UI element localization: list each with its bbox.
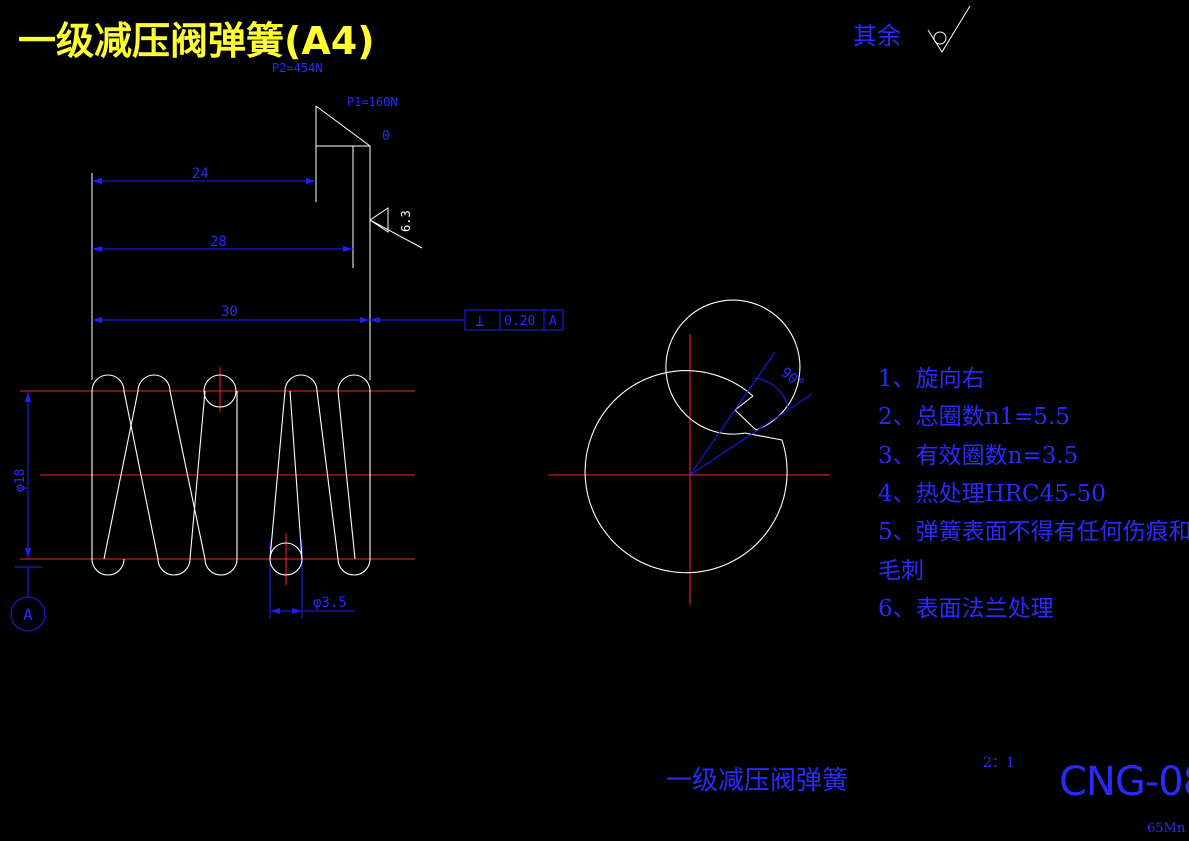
part-name: 一级减压阀弹簧 xyxy=(666,766,848,796)
note-1: 1、旋向右 xyxy=(878,366,985,392)
drawing-code: CNG-08 xyxy=(1059,759,1189,805)
dimension-28-label: 28 xyxy=(210,234,227,250)
dimension-arrows xyxy=(25,178,380,614)
tolerance-frame xyxy=(464,309,564,331)
spring-centerlines xyxy=(20,367,415,585)
note-4: 4、热处理HRC45-50 xyxy=(878,481,1106,507)
roughness-symbol-icon xyxy=(369,207,423,249)
datum-marker xyxy=(10,566,46,632)
dimension-dia3-5-label: φ3.5 xyxy=(313,595,347,611)
spring-side-view xyxy=(91,374,371,576)
perpendicularity-icon: ⊥ xyxy=(475,311,485,330)
extension-lines xyxy=(91,146,371,380)
note-2: 2、总圈数n1=5.5 xyxy=(878,404,1070,430)
dimension-24-label: 24 xyxy=(192,166,209,182)
material-label: 65Mn xyxy=(1147,821,1186,836)
technical-notes: 1、旋向右 2、总圈数n1=5.5 3、有效圈数n=3.5 4、热处理HRC45… xyxy=(878,366,1189,622)
force-p2-label: P2=454N xyxy=(272,61,323,75)
force-zero-label: 0 xyxy=(382,129,390,144)
roughness-other-icon xyxy=(927,5,971,53)
note-5: 5、弹簧表面不得有任何伤痕和 xyxy=(878,519,1189,545)
angle-label: 90° xyxy=(778,365,808,393)
dimension-30-label: 30 xyxy=(221,304,238,320)
dimension-lines xyxy=(27,180,465,618)
roughness-other-label: 其余 xyxy=(853,22,901,50)
tolerance-value: 0.20 xyxy=(504,314,535,329)
spring-end-view xyxy=(584,299,801,574)
roughness-value: 6.3 xyxy=(399,210,413,232)
force-diagram xyxy=(315,105,371,268)
datum-label: A xyxy=(23,605,33,624)
drawing-title: 一级减压阀弹簧(A4) xyxy=(18,19,375,63)
note-6: 6、表面法兰处理 xyxy=(878,596,1054,622)
note-5-cont: 毛刺 xyxy=(878,558,924,584)
angle-dimension xyxy=(689,351,813,476)
force-p1-label: P1=160N xyxy=(347,95,398,109)
end-view-centerlines xyxy=(548,334,830,605)
scale-label: 2：1 xyxy=(983,755,1015,771)
note-3: 3、有效圈数n=3.5 xyxy=(878,443,1078,469)
tolerance-datum: A xyxy=(549,314,557,329)
dimension-dia18-label: φ18 xyxy=(13,469,28,492)
